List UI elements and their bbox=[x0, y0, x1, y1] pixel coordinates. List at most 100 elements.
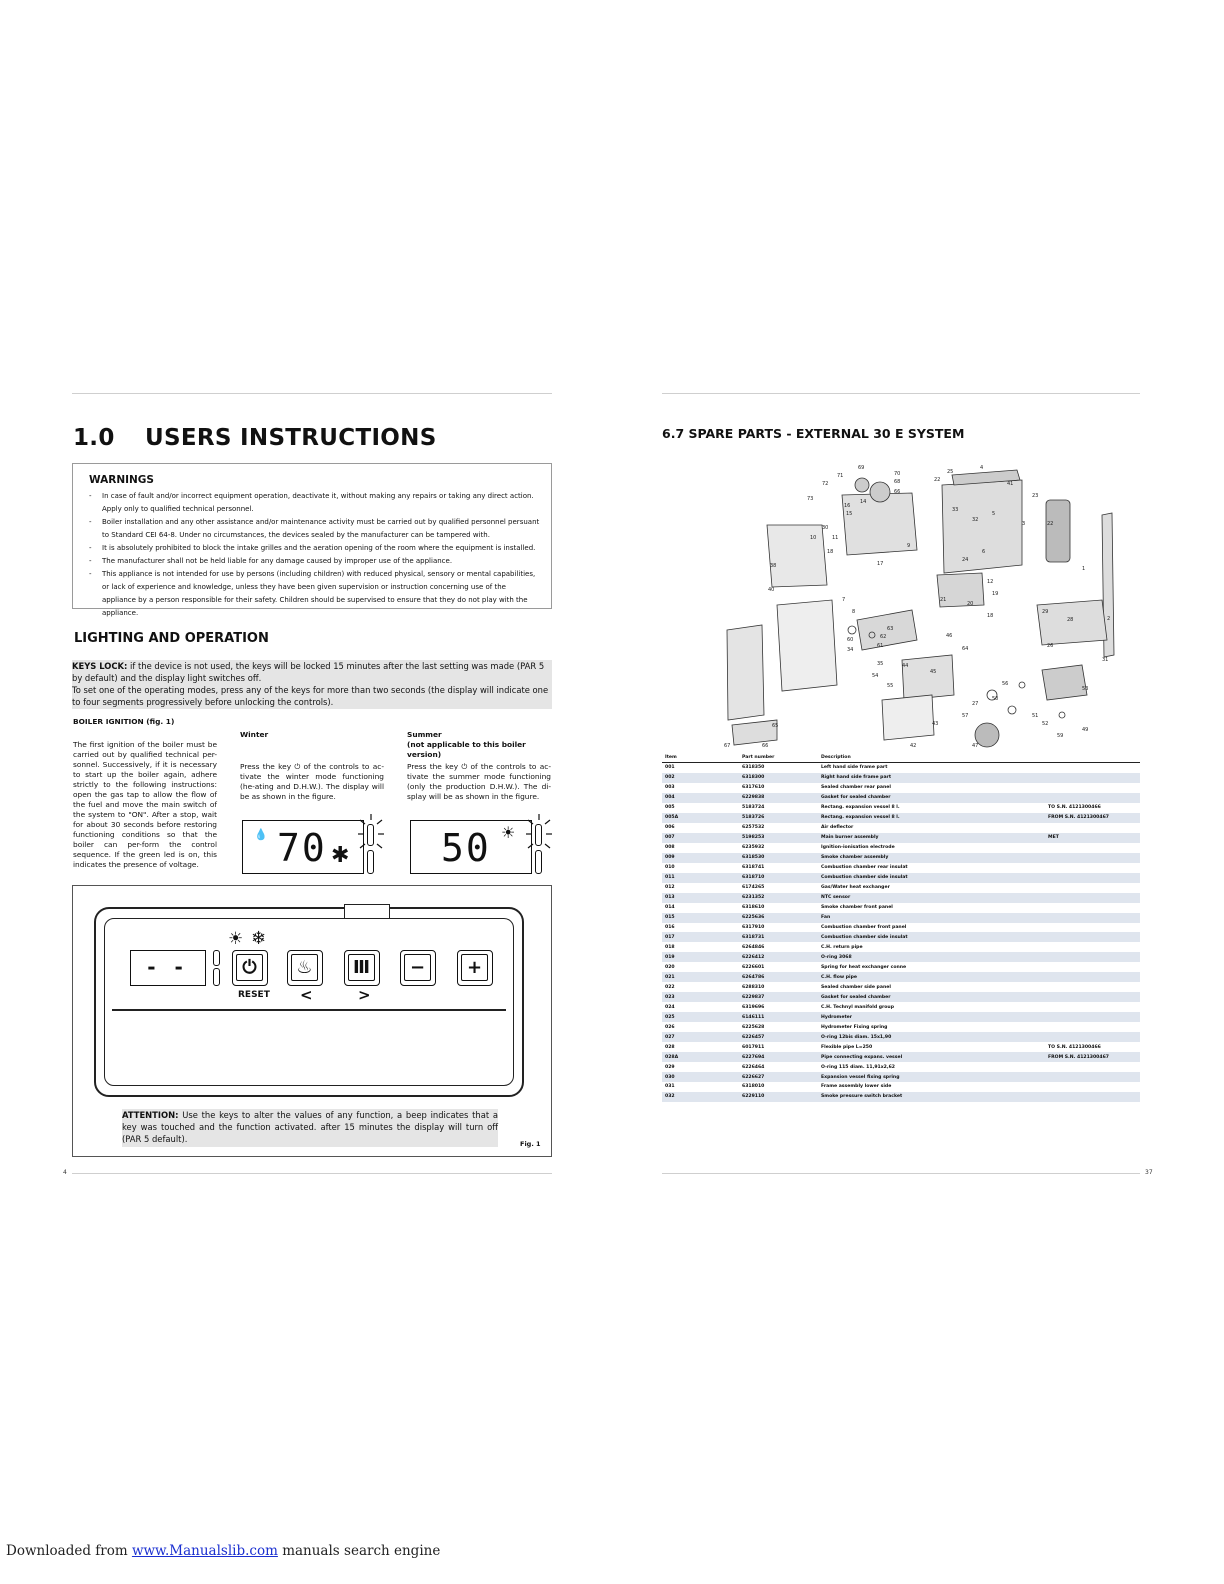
callout: 53 bbox=[1082, 686, 1088, 692]
table-cell: 6229110 bbox=[739, 1091, 818, 1102]
table-row: 024 6319696 C.H. Technyl manifold group bbox=[662, 1002, 1140, 1012]
minus-button[interactable]: − bbox=[400, 950, 436, 986]
table-cell: Combustion chamber side insulat bbox=[818, 872, 1045, 883]
table-cell: 6318710 bbox=[739, 872, 818, 883]
table-cell: 002 bbox=[662, 772, 739, 783]
table-cell bbox=[1045, 883, 1140, 893]
table-cell: 018 bbox=[665, 944, 675, 950]
callout: 67 bbox=[724, 743, 730, 749]
table-cell: 6229838 bbox=[739, 792, 818, 803]
table-cell: 6318741 bbox=[742, 865, 765, 871]
table-cell: 003 bbox=[665, 785, 675, 791]
callout: 16 bbox=[844, 503, 850, 509]
callout: 66 bbox=[762, 743, 768, 749]
panel-display: - - bbox=[130, 950, 206, 986]
callout: 56 bbox=[1002, 681, 1008, 687]
table-cell: 6226601 bbox=[742, 964, 765, 970]
callout: 42 bbox=[910, 743, 916, 749]
summer-display: 50 ☀ bbox=[410, 820, 532, 874]
table-cell: 028A bbox=[662, 1052, 739, 1063]
callout: 28 bbox=[1067, 617, 1073, 623]
table-cell: O-ring 115 diam. 11,91x2,62 bbox=[821, 1064, 896, 1070]
table-cell: TO S.N. 4121300466 bbox=[1048, 805, 1101, 811]
table-cell bbox=[1045, 932, 1140, 943]
table-cell bbox=[1045, 843, 1140, 853]
table-cell: Spring for heat exchanger conne bbox=[821, 964, 907, 970]
heating-button[interactable]: Ⅲ bbox=[344, 950, 380, 986]
callout: 71 bbox=[837, 473, 843, 479]
column-header: Part number bbox=[739, 753, 818, 763]
table-cell: 6264846 bbox=[742, 944, 765, 950]
table-cell: Left hand side frame part bbox=[821, 765, 888, 771]
table-cell bbox=[1045, 792, 1140, 803]
callout: 14 bbox=[860, 499, 866, 505]
page-number: 4 bbox=[63, 1169, 67, 1176]
table-cell: 6226627 bbox=[739, 1072, 818, 1082]
table-cell: Sealed chamber side panel bbox=[821, 984, 891, 990]
callout: 2 bbox=[1107, 616, 1110, 622]
power-button[interactable]: ⏻ bbox=[232, 950, 268, 986]
figure-label: Fig. 1 bbox=[520, 1140, 541, 1148]
table-cell bbox=[1045, 1091, 1140, 1102]
table-cell: 6225628 bbox=[742, 1024, 765, 1030]
table-cell bbox=[1045, 892, 1140, 903]
table-cell: O-ring 3068 bbox=[818, 952, 1045, 963]
table-cell: 6319696 bbox=[742, 1004, 765, 1010]
table-cell: 6226412 bbox=[739, 952, 818, 963]
callout: 1 bbox=[1082, 566, 1085, 572]
callout: 11 bbox=[832, 535, 838, 541]
table-cell: 6017911 bbox=[742, 1044, 765, 1050]
table-cell bbox=[1045, 763, 1140, 773]
page-number: 37 bbox=[1145, 1169, 1153, 1176]
warning-item: This appliance is not intended for use b… bbox=[89, 568, 541, 620]
attention-note: ATTENTION: Use the keys to alter the val… bbox=[122, 1109, 498, 1147]
plus-button[interactable]: + bbox=[457, 950, 493, 986]
callout: 63 bbox=[887, 626, 893, 632]
table-cell: 009 bbox=[662, 852, 739, 863]
table-cell: 010 bbox=[665, 865, 675, 871]
table-cell: 014 bbox=[665, 905, 675, 911]
callout: 59 bbox=[1057, 733, 1063, 739]
table-cell: 6318731 bbox=[739, 932, 818, 943]
callout: 68 bbox=[894, 479, 900, 485]
table-cell: Expansion vessel fixing spring bbox=[818, 1072, 1045, 1082]
table-cell bbox=[1045, 952, 1140, 963]
led-indicator bbox=[213, 968, 220, 986]
table-cell bbox=[1045, 852, 1140, 863]
table-cell: C.H. return pipe bbox=[821, 944, 863, 950]
callout: 17 bbox=[877, 561, 883, 567]
table-cell: 6257532 bbox=[742, 825, 765, 831]
table-cell: 6229837 bbox=[739, 992, 818, 1003]
table-cell: 023 bbox=[662, 992, 739, 1003]
dhw-button[interactable]: ♨ bbox=[287, 950, 323, 986]
callout: 38 bbox=[770, 563, 776, 569]
callout: 9 bbox=[907, 543, 910, 549]
callout: 4 bbox=[980, 465, 983, 471]
winter-display-value: 70 bbox=[277, 826, 327, 870]
table-cell bbox=[1045, 1082, 1140, 1092]
callout: 34 bbox=[847, 647, 853, 653]
table-row: 018 6264846 C.H. return pipe bbox=[662, 942, 1140, 952]
table-cell: C.H. Technyl manifold group bbox=[821, 1004, 894, 1010]
manualslib-link[interactable]: www.Manualslib.com bbox=[131, 1543, 278, 1559]
table-cell: 024 bbox=[665, 1004, 675, 1010]
table-cell: TO S.N. 4121300466 bbox=[1048, 1044, 1101, 1050]
table-cell: 5183724 bbox=[742, 805, 765, 811]
table-cell bbox=[1045, 982, 1140, 992]
